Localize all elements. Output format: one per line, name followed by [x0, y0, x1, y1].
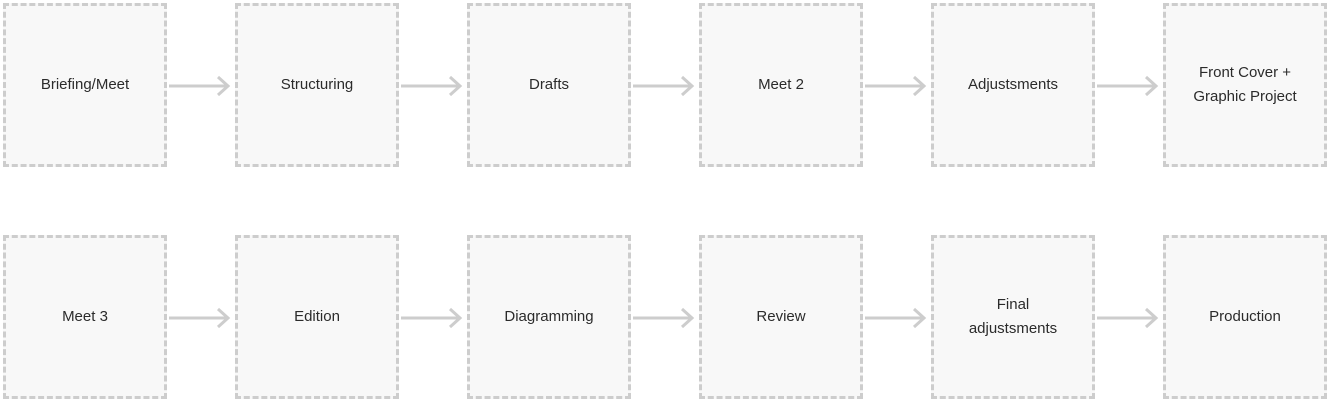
step-label: Final adjustsments	[968, 296, 1058, 337]
step-label: Production	[1209, 308, 1281, 325]
step-label: Meet 3	[62, 308, 108, 325]
step-label: Diagramming	[504, 308, 594, 325]
step-adjustsments: Adjustsments	[931, 3, 1095, 167]
step-label: Meet 2	[758, 76, 804, 93]
arrow-right-icon	[633, 74, 695, 98]
arrow-right-icon	[169, 74, 231, 98]
step-meet-2: Meet 2	[699, 3, 863, 167]
arrow-right-icon	[169, 306, 231, 330]
step-meet-3: Meet 3	[3, 235, 167, 399]
step-diagramming: Diagramming	[467, 235, 631, 399]
step-production: Production	[1163, 235, 1327, 399]
step-label: Review	[756, 308, 806, 325]
arrow-right-icon	[1097, 306, 1159, 330]
step-label: Drafts	[528, 76, 569, 93]
step-drafts: Drafts	[467, 3, 631, 167]
arrow-right-icon	[401, 74, 463, 98]
step-label: Edition	[294, 308, 340, 325]
arrow-right-icon	[1097, 74, 1159, 98]
step-edition: Edition	[235, 235, 399, 399]
arrow-right-icon	[865, 74, 927, 98]
step-final-adjustsments: Final adjustsments	[931, 235, 1095, 399]
arrow-right-icon	[633, 306, 695, 330]
step-label: Briefing/Meet	[40, 76, 130, 93]
step-label: Structuring	[280, 76, 354, 93]
step-front-cover-graphic-project: Front Cover + Graphic Project	[1163, 3, 1327, 167]
step-briefing-meet: Briefing/Meet	[3, 3, 167, 167]
step-label: Front Cover + Graphic Project	[1193, 64, 1297, 105]
step-structuring: Structuring	[235, 3, 399, 167]
step-review: Review	[699, 235, 863, 399]
arrow-right-icon	[865, 306, 927, 330]
step-label: Adjustsments	[967, 76, 1059, 93]
arrow-right-icon	[401, 306, 463, 330]
